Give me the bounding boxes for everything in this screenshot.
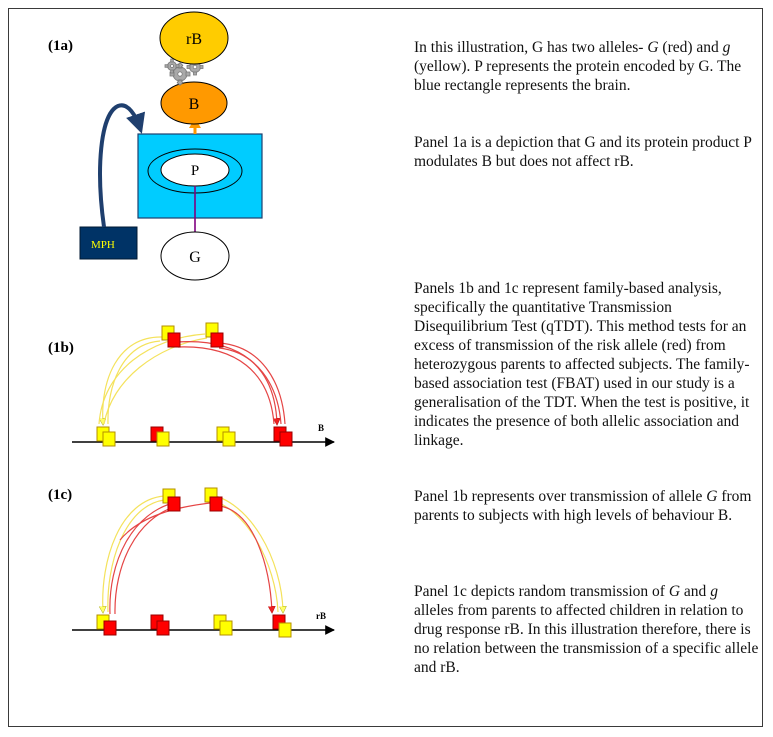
description-paragraph-4: Panel 1b represents over transmission of…: [414, 487, 759, 525]
para1-part2: (red) and: [658, 39, 723, 56]
allele-G-label: G: [647, 39, 659, 56]
para5-part1: Panel 1c depicts random transmission of: [414, 583, 669, 600]
description-paragraph-3: Panels 1b and 1c represent family-based …: [414, 280, 750, 449]
allele-g-label: g: [710, 583, 718, 600]
para5-part3: alleles from parents to affected childre…: [414, 602, 759, 676]
description-paragraph-1: In this illustration, G has two alleles-…: [414, 38, 759, 95]
para5-part2: and: [680, 583, 711, 600]
panel-label-1a: (1a): [48, 38, 73, 54]
para4-part1: Panel 1b represents over transmission of…: [414, 488, 707, 505]
para1-part3: (yellow). P represents the protein encod…: [414, 58, 742, 94]
panel-label-1c: (1c): [48, 487, 73, 503]
allele-G-label: G: [706, 488, 718, 505]
allele-G-label: G: [668, 583, 681, 600]
figure-frame: [8, 8, 763, 727]
allele-g-label: g: [722, 39, 731, 56]
description-paragraph-5: Panel 1c depicts random transmission of …: [414, 582, 759, 677]
para4-part2: from parents to subjects with high level…: [414, 488, 752, 524]
panel-label-1b: (1b): [48, 340, 74, 356]
description-paragraph-2: Panel 1a is a depiction that G and its p…: [414, 134, 752, 170]
para1-part1: In this illustration, G has two alleles-: [414, 39, 648, 56]
